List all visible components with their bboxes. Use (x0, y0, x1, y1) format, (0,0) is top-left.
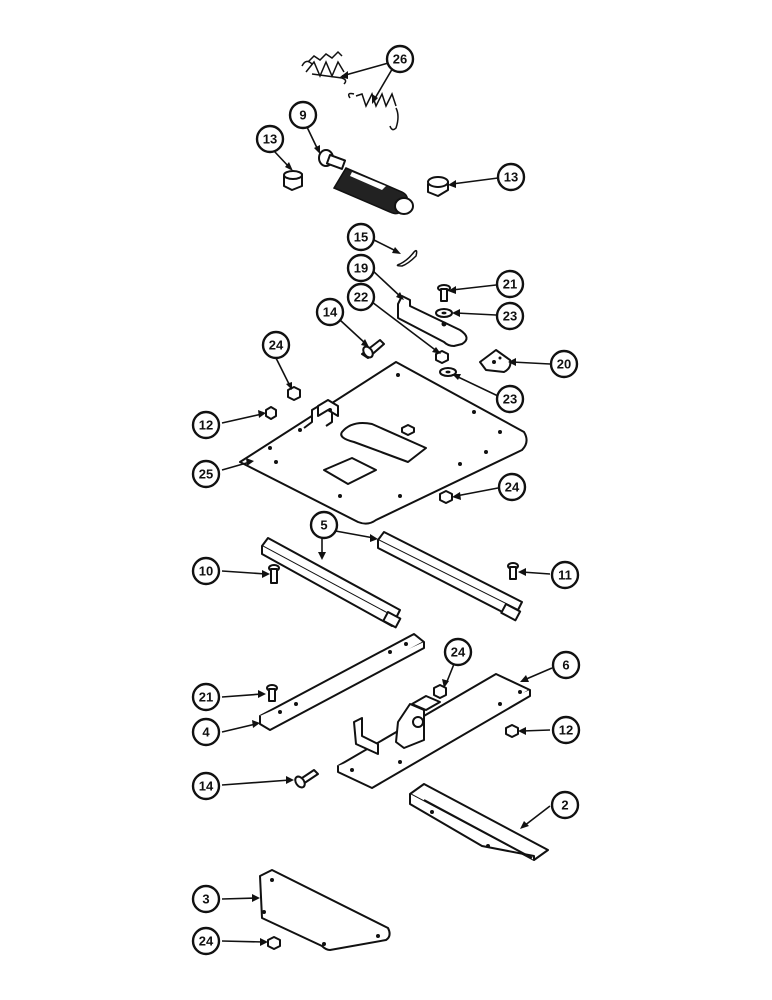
callout-26: 26 (385, 44, 415, 74)
callout-24-middle: 24 (443, 637, 473, 667)
damper-9 (318, 149, 414, 215)
svg-text:24: 24 (451, 645, 466, 660)
nut-24-middle (433, 684, 447, 699)
callout-24-bottom: 24 (191, 926, 221, 956)
slide-rail-5-left (261, 537, 402, 629)
callout-13-right: 13 (496, 162, 526, 192)
svg-text:24: 24 (505, 480, 520, 495)
callout-4: 4 (191, 717, 221, 747)
svg-text:12: 12 (199, 418, 213, 433)
svg-text:14: 14 (199, 779, 214, 794)
pin-13-left (283, 170, 303, 191)
callout-21-upper: 21 (495, 269, 525, 299)
nut-24-right (439, 490, 453, 504)
callout-14-lower: 14 (191, 771, 221, 801)
callout-11: 11 (550, 560, 580, 590)
svg-text:21: 21 (199, 690, 213, 705)
svg-text:24: 24 (199, 934, 214, 949)
callout-14-upper: 14 (315, 297, 345, 327)
spring-26-upper (301, 50, 347, 85)
callout-12-upper: 12 (191, 410, 221, 440)
svg-text:10: 10 (199, 564, 213, 579)
nut-12-lower (505, 724, 519, 738)
bolt-10 (268, 564, 280, 584)
callout-23-upper: 23 (495, 301, 525, 331)
svg-text:15: 15 (354, 230, 368, 245)
svg-text:19: 19 (354, 261, 368, 276)
mounting-plate-25 (239, 361, 528, 525)
svg-text:22: 22 (354, 290, 368, 305)
callout-12-lower: 12 (551, 715, 581, 745)
svg-text:11: 11 (558, 568, 572, 583)
support-bar-4 (259, 633, 425, 731)
washer-23-upper (435, 308, 453, 318)
svg-text:9: 9 (299, 108, 306, 123)
svg-text:4: 4 (202, 725, 210, 740)
nut-22 (435, 350, 449, 364)
callout-23-lower: 23 (495, 384, 525, 414)
callout-24-upper: 24 (261, 330, 291, 360)
bolt-21-upper (437, 284, 451, 302)
svg-text:2: 2 (561, 798, 568, 813)
leader-lines (221, 61, 553, 946)
side-plate-3 (259, 869, 391, 951)
bolt-21-lower (266, 684, 278, 702)
lever-19 (397, 295, 468, 347)
svg-text:24: 24 (269, 338, 284, 353)
callout-13-left: 13 (255, 124, 285, 154)
bolt-11 (507, 562, 519, 580)
callout-10: 10 (191, 556, 221, 586)
callout-20: 20 (549, 349, 579, 379)
svg-text:13: 13 (263, 132, 277, 147)
callout-9: 9 (288, 100, 318, 130)
svg-text:26: 26 (393, 52, 407, 67)
slide-rail-5-right (377, 531, 523, 622)
svg-text:3: 3 (202, 892, 209, 907)
svg-text:21: 21 (503, 277, 517, 292)
callout-21-lower: 21 (191, 682, 221, 712)
bracket-plate-6 (337, 673, 531, 789)
pin-14-upper (361, 339, 385, 359)
svg-text:23: 23 (503, 309, 517, 324)
svg-text:23: 23 (503, 392, 517, 407)
callout-2: 2 (550, 790, 580, 820)
clip-15 (396, 249, 418, 267)
svg-text:20: 20 (557, 357, 571, 372)
spring-26-lower (347, 92, 399, 131)
callout-19: 19 (346, 253, 376, 283)
svg-text:13: 13 (504, 170, 518, 185)
nut-24-bottom (267, 936, 281, 950)
angle-bracket-2 (409, 783, 549, 861)
callout-24-right: 24 (497, 472, 527, 502)
callout-3: 3 (191, 884, 221, 914)
callout-5: 5 (309, 510, 339, 540)
nut-24-upper (287, 386, 301, 401)
svg-text:14: 14 (323, 305, 338, 320)
svg-text:12: 12 (559, 723, 573, 738)
cam-20 (479, 349, 512, 373)
pin-14-lower (294, 769, 319, 789)
pin-13-right (427, 176, 449, 197)
callout-6: 6 (551, 650, 581, 680)
svg-text:6: 6 (562, 658, 569, 673)
callout-15: 15 (346, 222, 376, 252)
svg-text:25: 25 (199, 467, 213, 482)
svg-text:5: 5 (320, 518, 327, 533)
nut-12-upper (265, 406, 277, 420)
callout-25: 25 (191, 459, 221, 489)
callout-22: 22 (346, 282, 376, 312)
